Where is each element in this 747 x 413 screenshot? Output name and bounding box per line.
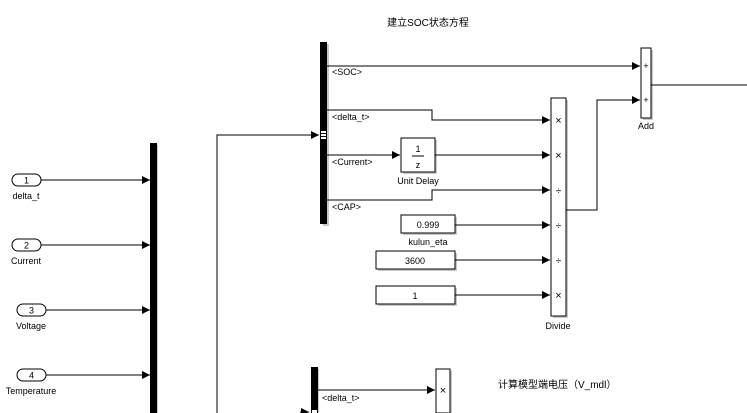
inport-2[interactable]: 2 Current	[11, 238, 42, 266]
constant-kulun-eta-label: kulun_eta	[408, 237, 447, 247]
soc-equation-annotation: 建立SOC状态方程	[387, 16, 469, 29]
wire-divide-to-add[interactable]	[566, 96, 640, 211]
divide-port-1-op: ×	[555, 115, 561, 127]
inport-1-label: delta_t	[12, 191, 40, 201]
add-port-2-sign: +	[643, 95, 648, 105]
product-block-bottom[interactable]: ×	[435, 368, 452, 413]
divide-block[interactable]: × × ÷ ÷ ÷ ×	[550, 97, 568, 318]
unit-delay-block[interactable]: 1 z	[400, 137, 437, 174]
constant-3600[interactable]: 3600	[375, 250, 457, 271]
signal-label-delta-t-bottom: <delta_t>	[322, 393, 360, 403]
wire-bus-to-selector-top[interactable]	[216, 131, 319, 413]
wire-cap-to-divide[interactable]	[327, 186, 550, 201]
add-port-1-sign: +	[643, 61, 648, 71]
constant-1[interactable]: 1	[375, 285, 457, 306]
inport-3[interactable]: 3 Voltage	[16, 303, 47, 331]
product-bottom-port-1-op: ×	[440, 385, 446, 397]
unit-delay-label: Unit Delay	[397, 176, 439, 186]
inport-1[interactable]: 1 delta_t	[11, 173, 42, 201]
bus-selector-top[interactable]	[320, 42, 329, 226]
bus-selector-bottom[interactable]	[311, 367, 319, 413]
unit-delay-denominator: z	[416, 160, 421, 170]
divide-port-4-op: ÷	[556, 221, 562, 232]
add-block[interactable]: + +	[640, 47, 653, 120]
add-block-label: Add	[638, 121, 654, 131]
divide-block-label: Divide	[545, 321, 570, 331]
signal-label-soc: <SOC>	[332, 67, 362, 77]
constant-3600-value: 3600	[405, 256, 425, 266]
constant-1-value: 1	[412, 291, 417, 301]
inport-1-number: 1	[24, 176, 29, 186]
voltage-model-annotation: 计算模型端电压（V_mdl）	[498, 378, 616, 391]
inport-2-label: Current	[11, 256, 42, 266]
inport-4-number: 4	[29, 371, 34, 381]
inport-4[interactable]: 4 Temperature	[6, 368, 57, 396]
inport-3-number: 3	[29, 306, 34, 316]
inport-4-label: Temperature	[6, 386, 57, 396]
divide-port-6-op: ×	[555, 290, 561, 302]
inport-2-number: 2	[24, 241, 29, 251]
divide-port-3-op: ÷	[556, 186, 562, 197]
divide-port-5-op: ÷	[556, 256, 562, 267]
constant-kulun-eta-value: 0.999	[417, 220, 440, 230]
constant-kulun-eta[interactable]: 0.999	[400, 214, 457, 235]
wire-delta-t-to-divide[interactable]	[327, 109, 550, 124]
inport-3-label: Voltage	[16, 321, 46, 331]
signal-label-delta-t: <delta_t>	[332, 112, 370, 122]
signal-label-current: <Current>	[332, 157, 373, 167]
bus-creator[interactable]	[150, 143, 158, 413]
divide-port-2-op: ×	[555, 150, 561, 162]
unit-delay-numerator: 1	[415, 144, 420, 154]
signal-label-cap: <CAP>	[332, 202, 361, 212]
